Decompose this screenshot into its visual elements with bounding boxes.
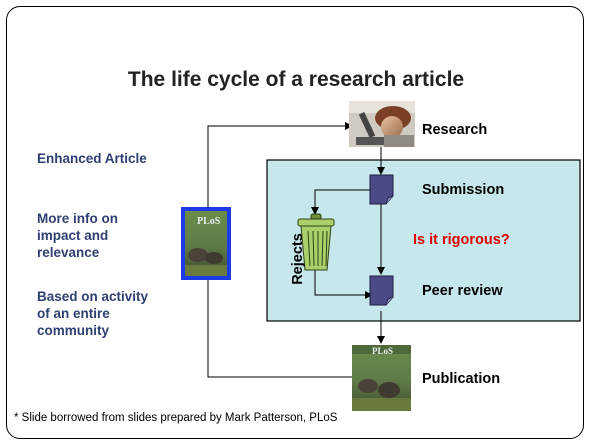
stage-research: Research xyxy=(422,122,488,138)
journal-cover-image xyxy=(352,345,411,411)
slide-title: The life cycle of a research article xyxy=(127,68,465,91)
slide-frame xyxy=(6,6,584,439)
rejects-label: Rejects xyxy=(290,233,306,285)
arrow-to-cover xyxy=(204,271,352,378)
cover-masthead: PLoS xyxy=(372,346,393,356)
stage-publication: Publication xyxy=(422,371,501,387)
microscope-photo xyxy=(349,101,415,147)
note-enhanced-article: Enhanced Article xyxy=(37,151,147,166)
document-icon xyxy=(369,174,394,205)
stage-peer-review: Peer review xyxy=(422,283,503,299)
document-icon xyxy=(369,275,394,306)
trash-can-icon xyxy=(297,213,335,271)
stage-submission: Submission xyxy=(422,182,505,198)
arrow-submission-to-trash xyxy=(311,189,372,215)
cover-masthead: PLoS xyxy=(197,216,221,227)
journal-cover-image xyxy=(181,207,231,280)
footnote: * Slide borrowed from slides prepared by… xyxy=(14,412,338,424)
note-impact-relevance: More info on impact and relevance xyxy=(37,211,118,260)
arrow-trash-to-review xyxy=(314,270,373,299)
rigor-question: Is it rigorous? xyxy=(413,232,510,248)
note-community-activity: Based on activity of an entire community xyxy=(37,289,149,338)
